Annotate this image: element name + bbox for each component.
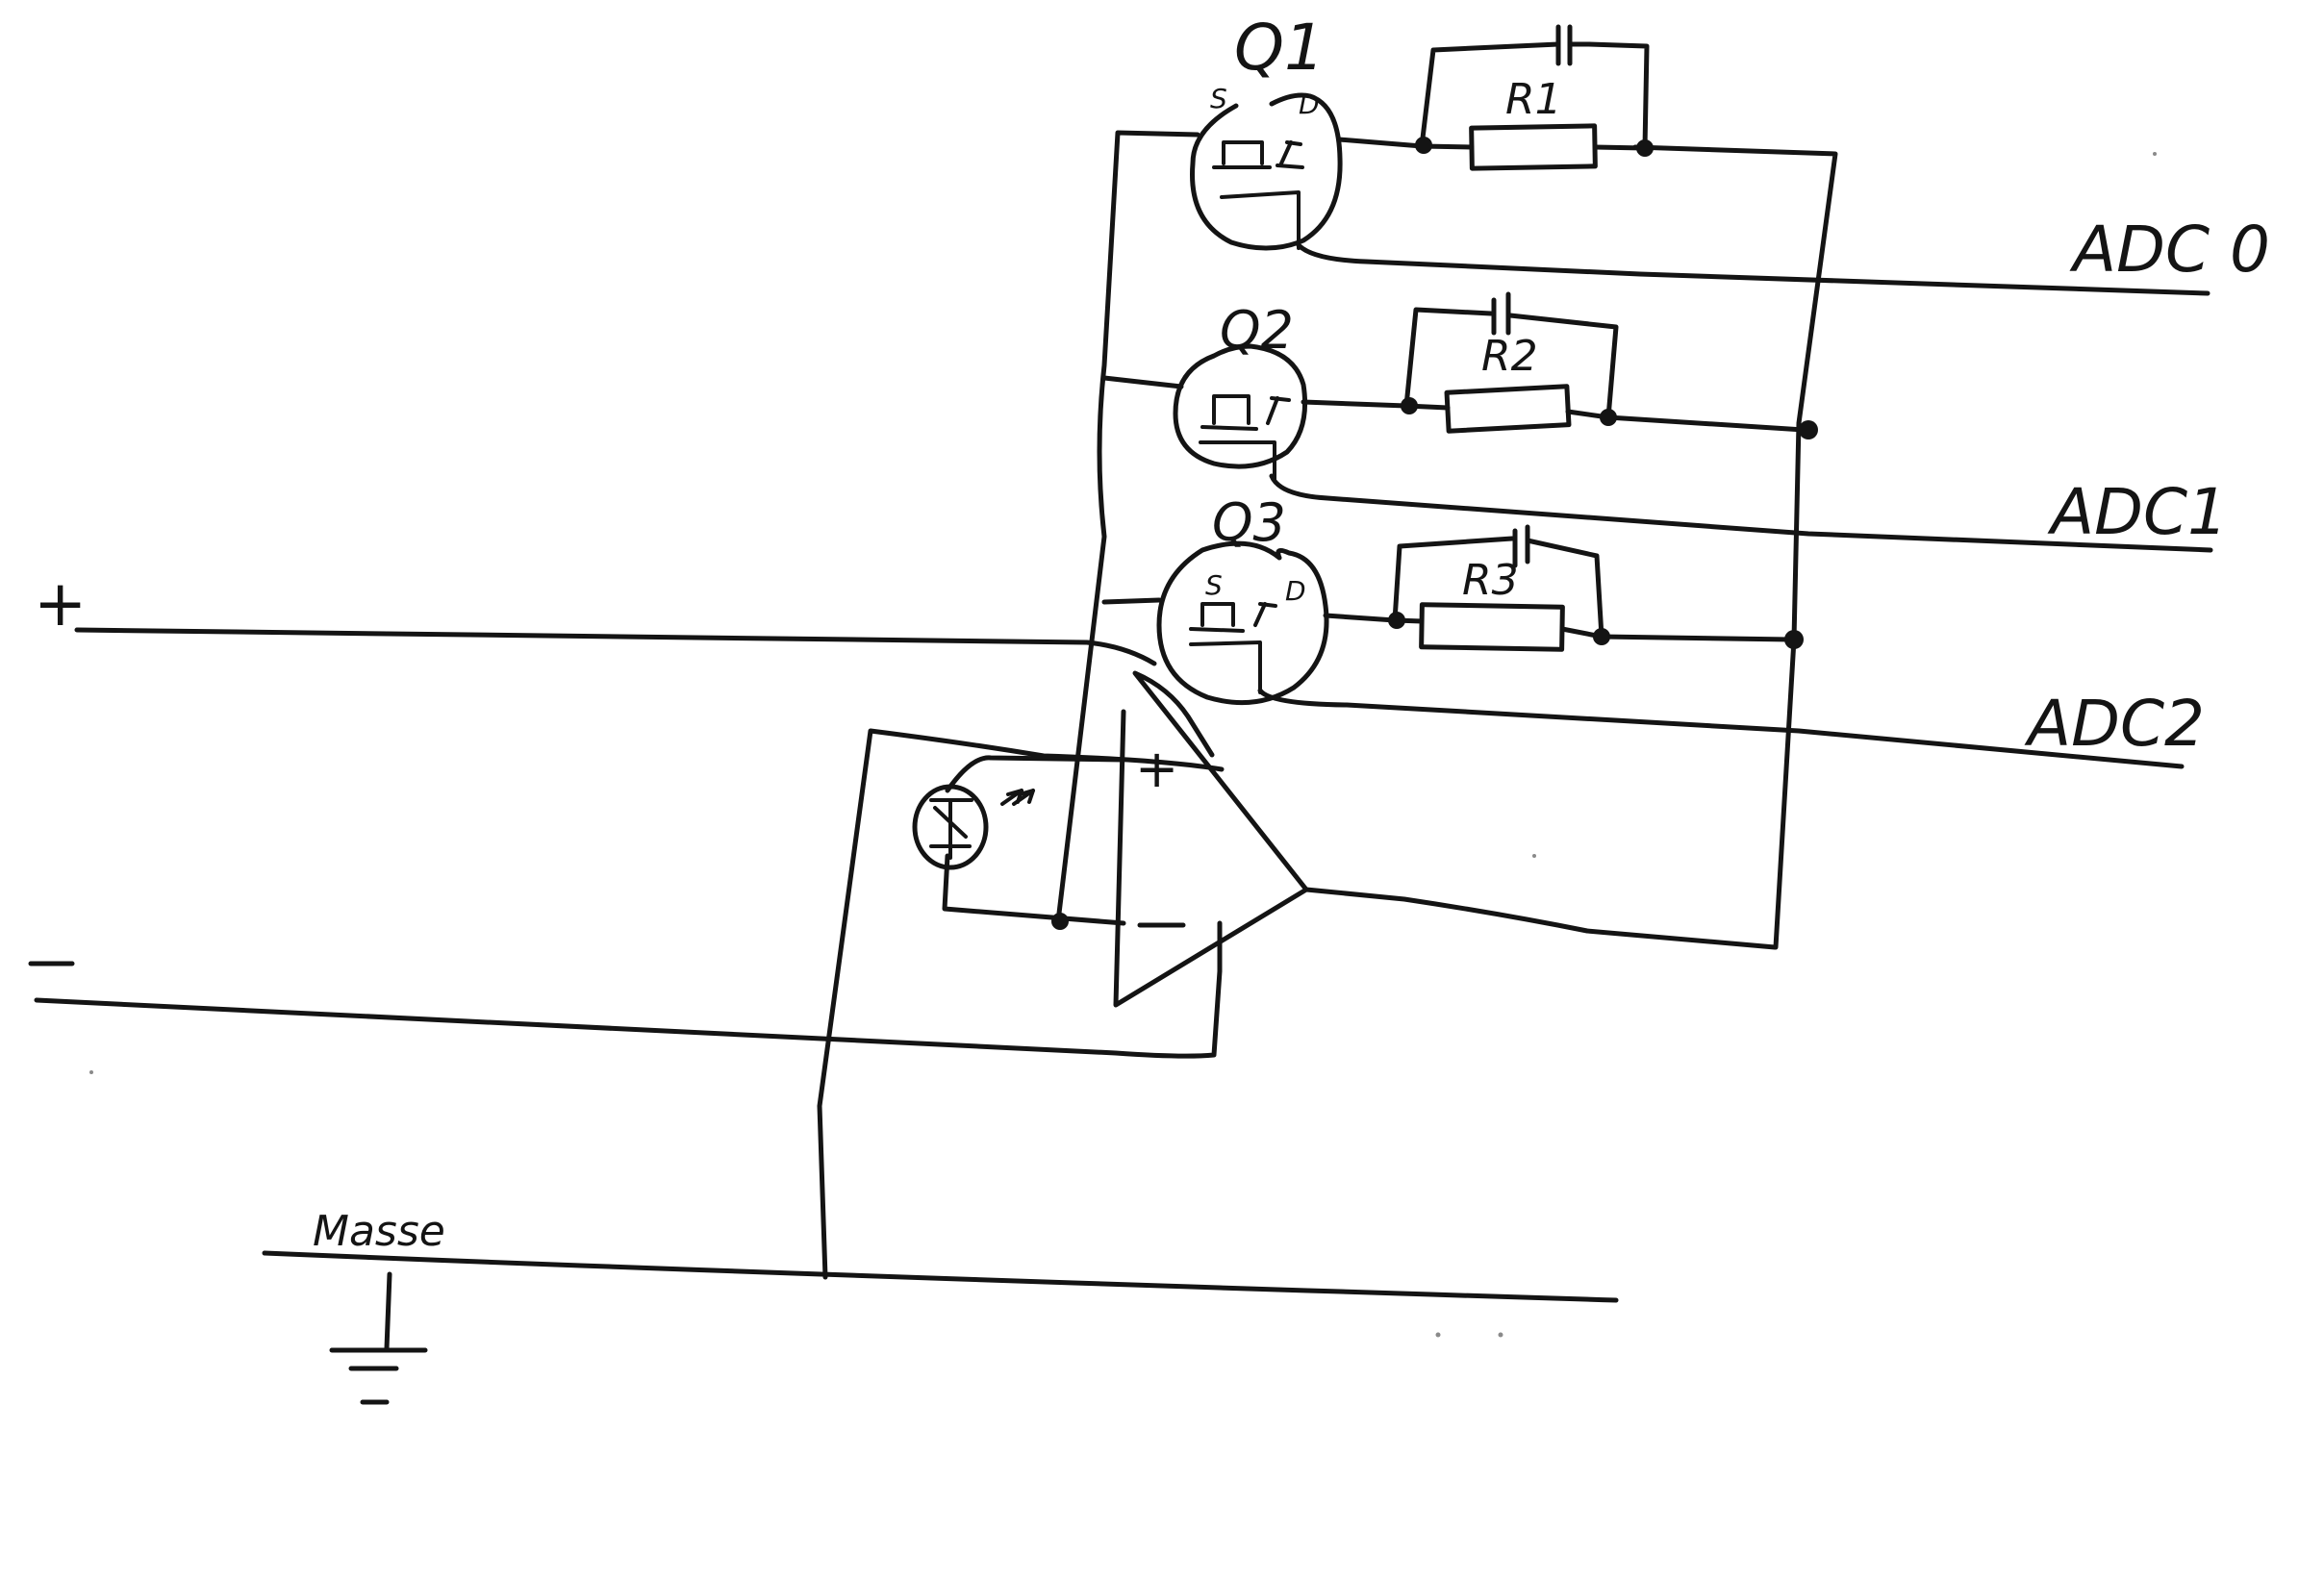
light-arrows-icon [1000,789,1035,806]
q1-adc-wire [1296,242,2210,296]
photodiode-top-wire [945,755,1126,793]
r2-label: R2 [1481,332,1538,381]
r1-label: R1 [1505,75,1562,124]
r3-parallel-wires [1392,536,1794,642]
photodiode-bottom-wire [942,853,1126,926]
adc1-label: ADC1 [2047,475,2228,549]
opamp-plus-label: + [1135,739,1178,799]
q3-label: Q3 [1212,492,1286,553]
q1-source-pin-label: S [1210,83,1227,114]
q1-drain-wire [1336,137,1425,149]
opamp [1113,670,1309,1008]
r3-label: R3 [1462,556,1519,605]
paper-speck [1498,1332,1503,1338]
ground-icon [329,1271,428,1405]
q2-label: Q2 [1220,300,1294,361]
photodiode [912,784,989,870]
paper-speck [2153,152,2157,156]
paper-speck [89,1070,93,1074]
q1-drain-pin-label: D [1299,88,1320,120]
paper-speck [1435,1332,1441,1338]
c1-capacitor [1555,24,1592,66]
paper-speck [1532,854,1536,858]
gate-bus-wire [1055,130,1200,924]
junction-dot [1401,397,1418,414]
c3-capacitor [1512,524,1530,568]
plus-rail-wire [74,627,1157,666]
q3-drain-pin-label: D [1285,575,1306,607]
q3-transistor [1156,540,1329,706]
q2-gate-wire [1101,375,1184,389]
junction-dot [1784,630,1804,649]
r1-resistor [1469,123,1598,171]
c2-capacitor [1491,291,1511,336]
r2-resistor [1444,384,1572,434]
junction-dot [1388,612,1405,629]
opamp-input-loop-wire [817,728,1225,1280]
adc2-label: ADC2 [2024,687,2205,761]
junction-dot [1600,409,1617,426]
junction-dot [1799,420,1818,439]
opamp-output-wire [1303,887,1778,950]
q3-source-pin-label: S [1205,569,1223,601]
ground-label: Masse [313,1207,445,1256]
right-bus-wire [1632,144,1838,950]
q3-adc-wire [1257,688,2185,769]
q2-adc-wire [1269,473,2213,553]
ground-bus-wire [262,1250,1619,1303]
junction-dot [1593,628,1610,645]
plus-terminal-label: + [34,566,87,640]
q1-transistor [1190,92,1343,251]
junction-dot [1415,137,1432,154]
q2-drain-wire [1301,399,1409,409]
q1-label: Q1 [1234,11,1325,85]
q3-drain-wire [1323,613,1398,623]
q2-transistor [1173,343,1308,481]
junction-dot [1636,139,1654,157]
q3-gate-wire [1101,597,1162,605]
minus-rail-wire [34,920,1223,1059]
r3-resistor [1419,602,1565,652]
adc0-label: ADC 0 [2069,213,2270,287]
